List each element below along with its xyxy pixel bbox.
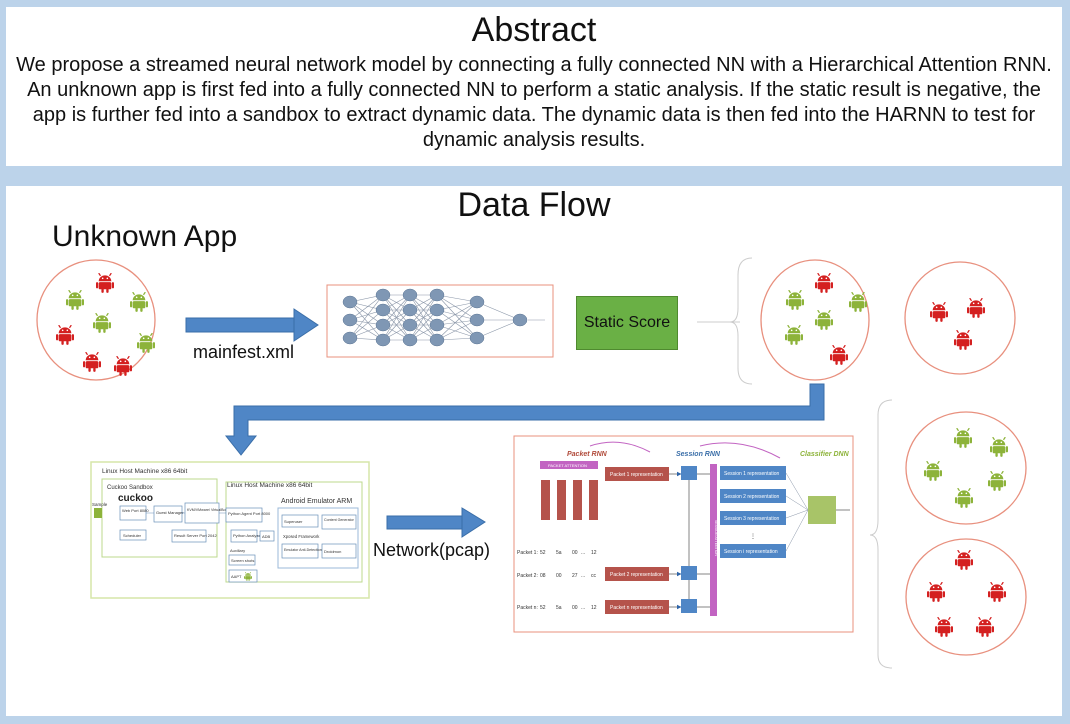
nn-neuron	[375, 288, 391, 302]
content-generator-label: Content Generator	[324, 518, 355, 522]
result-server-label: Result Server Port 2042	[174, 533, 217, 538]
benign-result-circle	[905, 411, 1027, 525]
nn-neuron	[469, 313, 485, 327]
packet-n-byte: ...	[581, 605, 585, 611]
packet-n-byte: 12	[591, 605, 597, 611]
unknown-app-label: Unknown App	[52, 220, 238, 253]
packet-1-byte: 52	[540, 550, 546, 556]
data-flow-title: Data Flow	[457, 186, 611, 224]
packet-row-2-label: Packet 2:	[517, 573, 538, 579]
static-score-label: Static Score	[583, 314, 671, 331]
packet-2-byte: 08	[540, 573, 546, 579]
sandbox-diagram: Linux Host Machine x86 64bit Cuckoo Sand…	[90, 461, 370, 599]
nn-neuron	[512, 313, 528, 327]
nn-neuron	[402, 303, 418, 317]
packet-1-byte: 00	[572, 550, 578, 556]
arrow-to-nn	[185, 308, 319, 342]
packet-rep-1: Packet 1 representation	[610, 472, 663, 478]
packet-row-n-label: Packet n:	[517, 605, 538, 611]
nn-neuron	[429, 288, 445, 302]
nn-neuron	[429, 303, 445, 317]
packet-n-byte: 00	[572, 605, 578, 611]
nn-neuron	[429, 318, 445, 332]
packet-1-byte: 12	[591, 550, 597, 556]
nn-neuron	[402, 333, 418, 347]
fully-connected-nn	[326, 284, 554, 358]
harnn-diagram: Packet RNN Session RNN Classifier DNN PA…	[513, 435, 854, 633]
unknown-apps-circle	[36, 259, 156, 381]
session-rnn-label: Session RNN	[676, 451, 721, 458]
nn-neuron	[342, 313, 358, 327]
xposed-label: Xposed Framework	[283, 534, 320, 539]
session-rep-3: Session 3 representation	[724, 516, 780, 522]
static-score-box: Static Score	[576, 296, 678, 350]
adb-label: ADB	[262, 534, 271, 539]
packet-1-byte: 5a	[556, 550, 562, 556]
session-rep-i: Session i representation	[724, 549, 778, 555]
scheduler-label: Scheduler	[123, 533, 142, 538]
kvm-label: KVM/VMware/ VirtualBox Machinery	[187, 508, 245, 512]
packet-n-byte: 5a	[556, 605, 562, 611]
after-static-apps-circle	[760, 259, 870, 381]
packet-row-1-label: Packet 1:	[517, 550, 538, 556]
packet-attention-label: PACKET ATTENTION	[548, 463, 587, 468]
nn-neuron	[402, 318, 418, 332]
classifier-dnn-label: Classifier DNN	[800, 451, 850, 458]
packet-2-byte: cc	[591, 573, 597, 579]
cuckoo-sandbox-label: Cuckoo Sandbox	[107, 485, 153, 491]
python-agent-label: Python Agent Port 8000	[228, 511, 271, 516]
session-rep-2: Session 2 representation	[724, 494, 780, 500]
droidmon-label: Droidmon	[324, 549, 341, 554]
abstract-body: We propose a streamed neural network mod…	[16, 54, 1052, 151]
network-pcap-label: Network(pcap)	[373, 540, 491, 560]
sample-label: Sample	[92, 502, 108, 507]
manifest-label: mainfest.xml	[193, 342, 295, 362]
session-attention-label: SESSION ATTENTION	[714, 520, 718, 556]
session-rep-1: Session 1 representation	[724, 471, 780, 477]
aapt-label: AAPT	[231, 574, 242, 579]
web-port-label: Web Port 8080	[122, 508, 149, 513]
cuckoo-logo: cuckoo	[118, 493, 153, 504]
packet-2-byte: 27	[572, 573, 578, 579]
abstract-panel: Abstract We propose a streamed neural ne…	[6, 7, 1062, 166]
abstract-title: Abstract	[471, 11, 597, 49]
packet-2-byte: ...	[581, 573, 585, 579]
python-analyzer-label: Python Analyzer	[233, 533, 263, 538]
packet-rnn-label: Packet RNN	[567, 451, 608, 458]
arrow-to-sandbox	[224, 383, 825, 456]
host-inner-label: Linux Host Machine x86 64bit	[227, 482, 312, 489]
nn-neuron	[375, 303, 391, 317]
screenshots-label: Screen shots	[231, 558, 254, 563]
svg-text:⋮: ⋮	[750, 534, 756, 540]
nn-neuron	[402, 288, 418, 302]
emulator-anti-detection-label: Emulator Anti-Detection	[284, 548, 322, 552]
arrow-to-harnn	[386, 507, 486, 538]
emulator-label: Android Emulator ARM	[281, 498, 352, 505]
guest-manager-label: Guest Manager	[156, 510, 184, 515]
static-malicious-circle	[904, 261, 1016, 375]
nn-neuron	[342, 331, 358, 345]
packet-rep-n: Packet n representation	[610, 605, 663, 611]
malicious-result-circle	[905, 538, 1027, 656]
nn-neuron	[375, 318, 391, 332]
nn-neuron	[469, 295, 485, 309]
nn-neuron	[469, 331, 485, 345]
packet-1-byte: ...	[581, 550, 585, 556]
nn-neuron	[375, 333, 391, 347]
superuser-label: Superuser	[284, 519, 303, 524]
nn-neuron	[342, 295, 358, 309]
packet-n-byte: 52	[540, 605, 546, 611]
packet-rep-2: Packet 2 representation	[610, 572, 663, 578]
auxiliary-label: Auxiliary	[230, 548, 245, 553]
host-outer-label: Linux Host Machine x86 64bit	[102, 468, 187, 475]
nn-neuron	[429, 333, 445, 347]
packet-2-byte: 00	[556, 573, 562, 579]
